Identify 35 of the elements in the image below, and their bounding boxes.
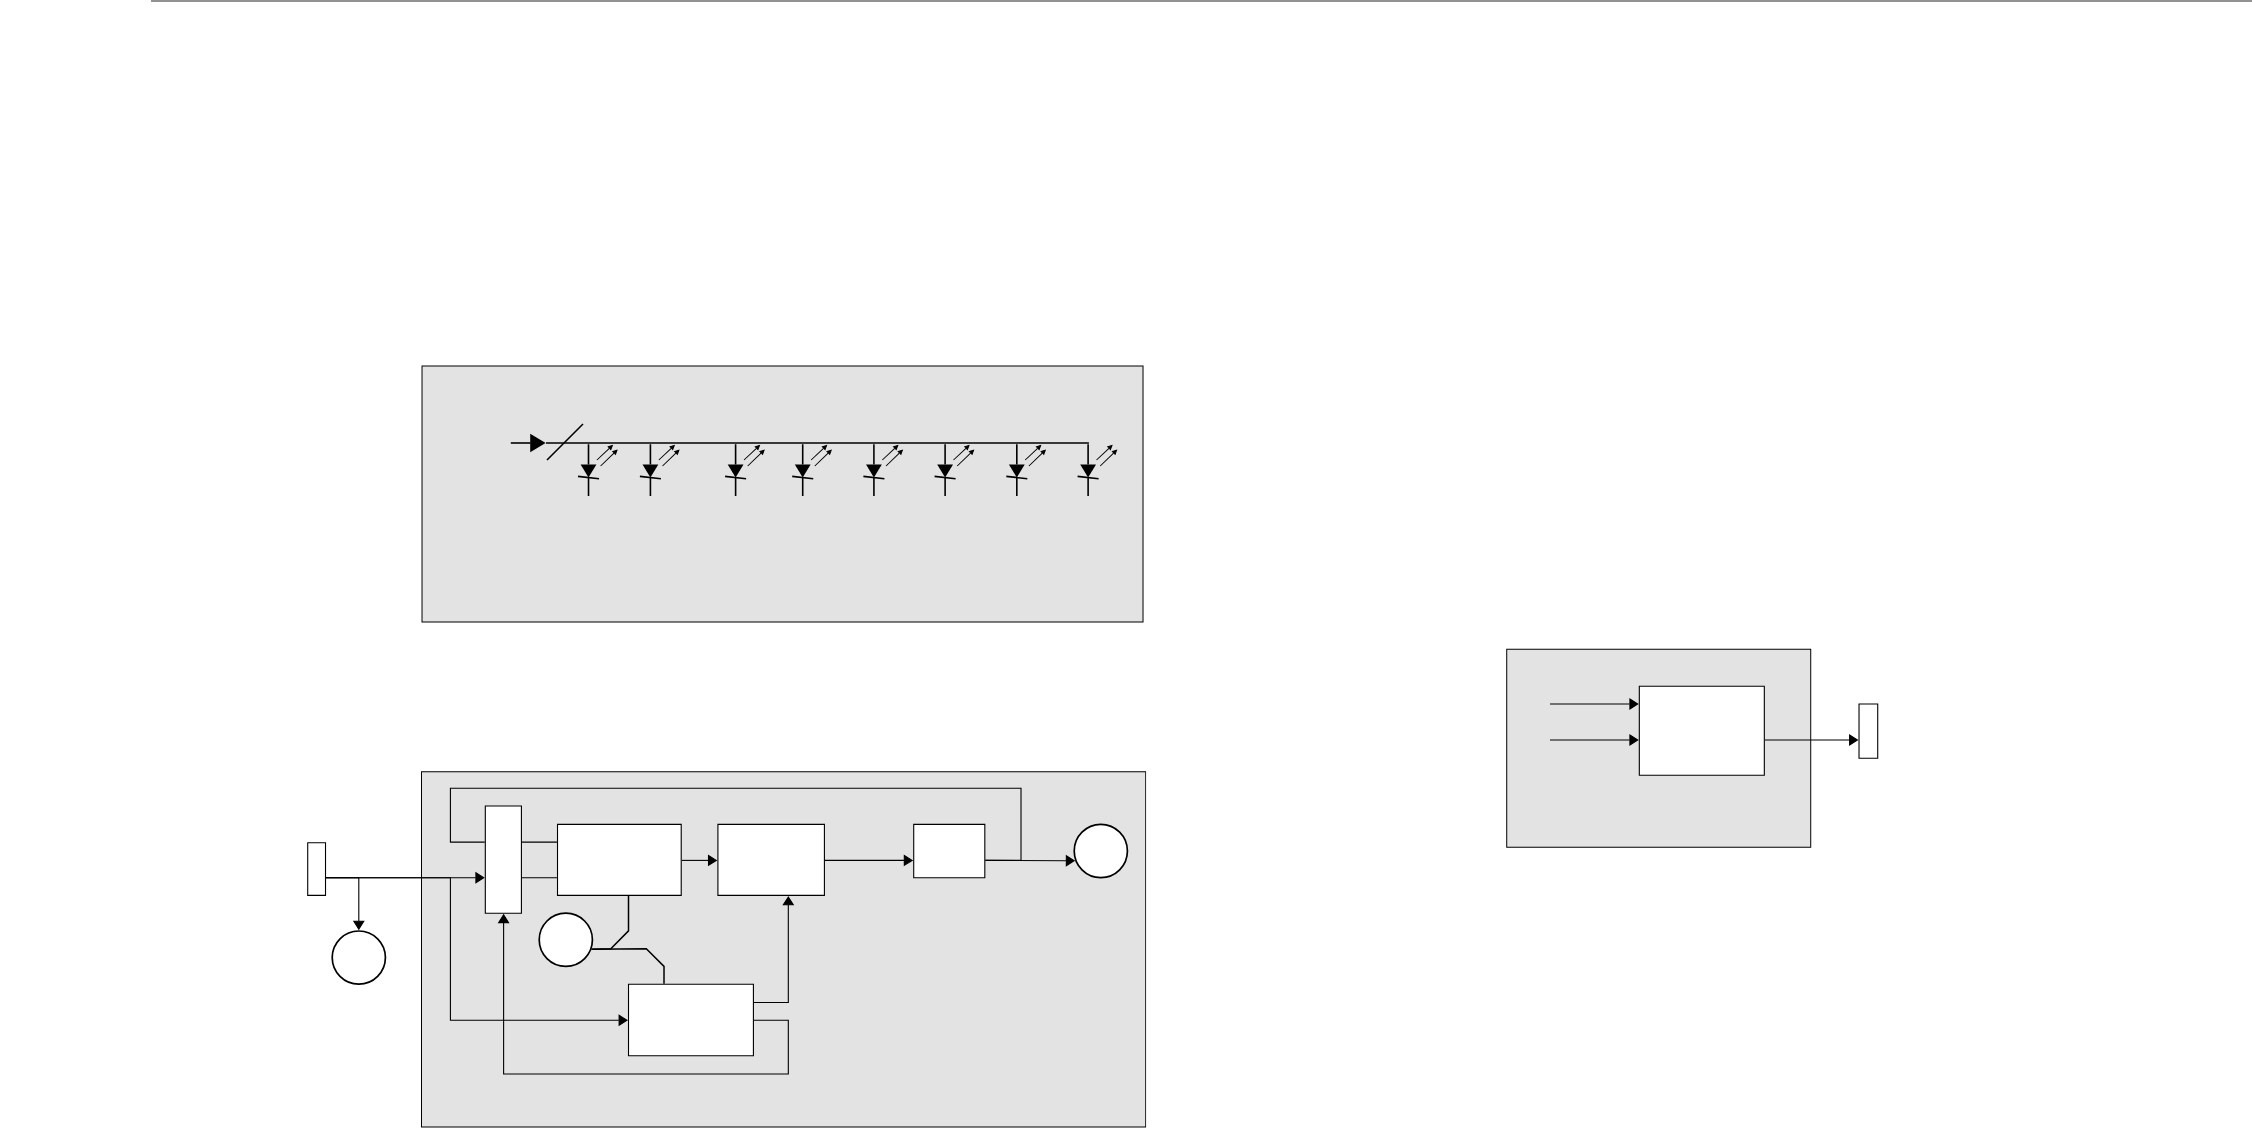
block-box xyxy=(1858,703,1879,759)
connector-line xyxy=(944,443,946,466)
connector-line xyxy=(801,443,804,466)
led-symbol xyxy=(1005,445,1046,497)
block-box xyxy=(913,823,986,879)
led-symbol xyxy=(577,445,618,497)
circle-node xyxy=(331,930,387,986)
block-box xyxy=(307,842,327,896)
led-symbol xyxy=(933,445,975,497)
connector-line xyxy=(734,443,737,466)
arrow xyxy=(1549,698,1639,710)
led-symbol xyxy=(862,445,903,497)
connector-line xyxy=(590,947,665,985)
connector-line xyxy=(521,877,558,879)
panel xyxy=(421,365,1144,623)
block-box xyxy=(1638,685,1765,776)
connector-line xyxy=(873,443,875,466)
block-box xyxy=(556,823,682,896)
block-box xyxy=(627,983,754,1057)
arrow xyxy=(1549,734,1639,746)
led-symbol xyxy=(639,445,680,497)
circle-node xyxy=(538,912,594,968)
connector-line xyxy=(521,841,558,843)
led-symbol xyxy=(791,445,832,497)
bus-line xyxy=(546,423,1089,461)
connector-line xyxy=(587,443,590,466)
led-symbol xyxy=(1076,445,1118,497)
connector-line xyxy=(449,787,1022,861)
circle-node xyxy=(1073,823,1129,879)
block-box xyxy=(484,805,522,914)
block-box xyxy=(717,823,825,896)
connector-line xyxy=(649,443,652,466)
connector-line xyxy=(1016,443,1018,466)
connector-line xyxy=(1087,443,1089,466)
led-symbol xyxy=(724,445,765,497)
